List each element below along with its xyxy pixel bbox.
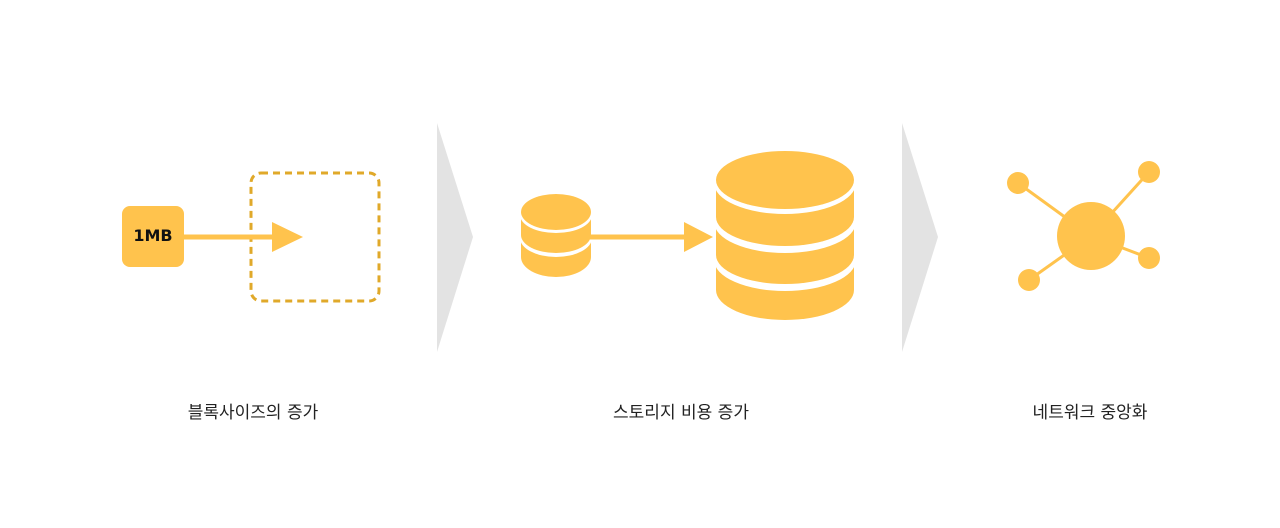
small-database-icon [520,194,592,277]
large-database-icon [714,151,856,320]
step-block-size: 1MB [122,171,381,303]
block-badge [122,206,184,267]
block-badge-label: 1MB [133,226,172,245]
step-storage-cost [520,151,856,320]
caption-block-size: 블록사이즈의 증가 [187,403,319,423]
growth-arrow-head [272,222,303,252]
divider-chevron-1 [437,123,473,352]
storage-arrow-head [684,222,713,252]
divider-chevron-2 [902,123,938,352]
network-node-bottom-left [1018,269,1040,291]
caption-storage-cost: 스토리지 비용 증가 [613,403,749,423]
network-hub-node [1057,202,1125,270]
network-node-top-right [1138,161,1160,183]
network-node-top-left [1007,172,1029,194]
step-network-centralization [1007,161,1160,291]
caption-network-centralization: 네트워크 중앙화 [1032,403,1148,423]
network-node-right [1138,247,1160,269]
